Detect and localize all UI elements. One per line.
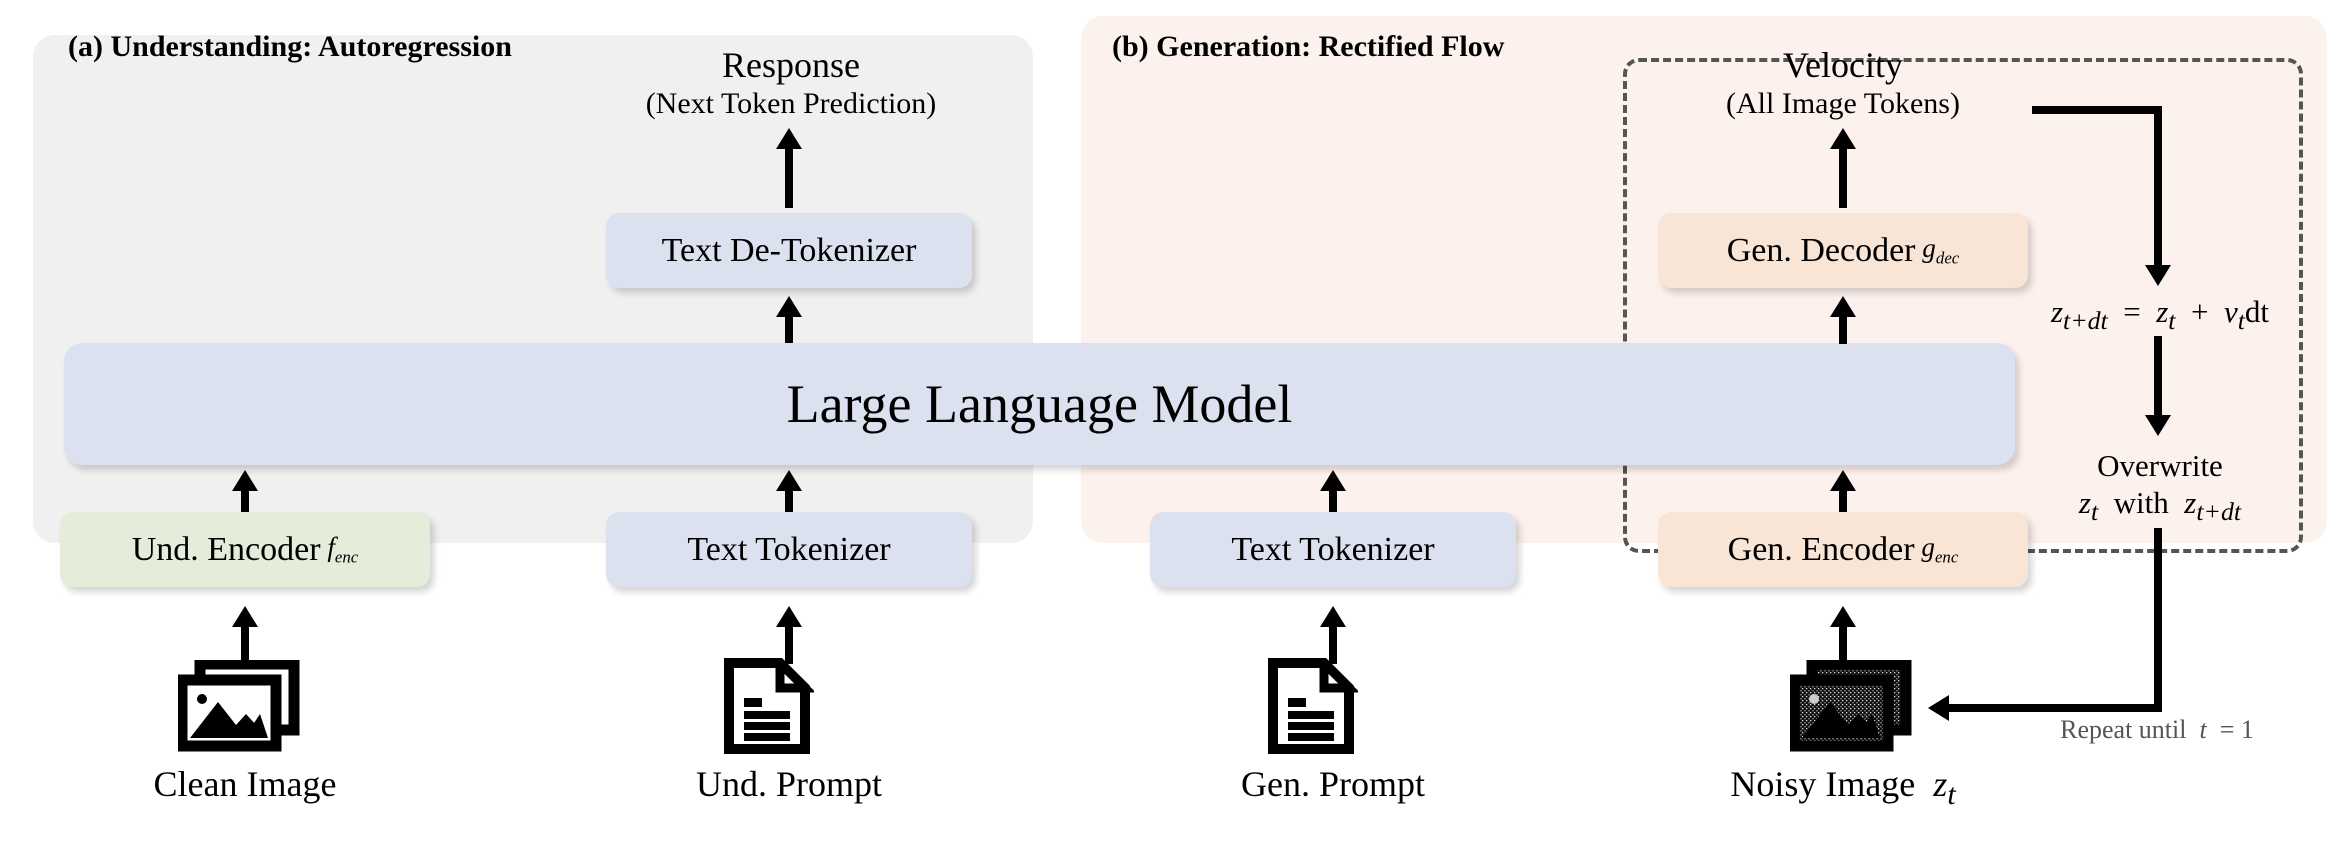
panel-a-title: (a) Understanding: Autoregression [68,30,512,63]
large-language-model-box[interactable]: Large Language Model [64,343,2015,465]
noisy-image-symbol: zt [1933,764,1956,812]
gen-decoder-symbol: gdec [1922,232,1960,268]
gen-encoder-symbol: genc [1921,531,1959,567]
large-language-model-label: Large Language Model [786,374,1293,434]
repeat-condition-label: Repeat until t = 1 [2060,715,2254,744]
velocity-subtitle: (All Image Tokens) [1726,87,1960,121]
gen-decoder-box[interactable]: Gen. Decoder gdec [1658,213,2028,288]
update-equation: zt+dt = zt + vtdt [2050,294,2270,336]
document-text-icon [1266,652,1360,759]
panel-b-title: (b) Generation: Rectified Flow [1112,30,1505,63]
und-encoder-symbol: fenc [327,531,359,567]
clean-image-label: Clean Image [153,764,337,804]
velocity-title: Velocity [1783,45,1903,85]
overwrite-formula: zt with zt+dt [2078,484,2242,526]
loop-path-vertical-bottom [2154,528,2162,708]
gen-encoder-box[interactable]: Gen. Encoder genc [1658,512,2028,587]
noisy-image-text: Noisy Image [1730,764,1916,804]
images-stack-icon [176,658,310,757]
text-tokenizer-generation-box[interactable]: Text Tokenizer [1150,512,1516,587]
noisy-image-label: Noisy Image zt [1640,763,2046,813]
overwrite-instruction: Overwrite zt with zt+dt [2010,448,2310,527]
gen-decoder-label: Gen. Decoder [1726,231,1916,269]
loop-path-horizontal-top [2032,106,2162,114]
response-label: Response (Next Token Prediction) [608,44,974,122]
noisy-images-stack-icon [1788,658,1922,757]
text-detokenizer-label: Text De-Tokenizer [661,231,917,269]
text-tokenizer-generation-label: Text Tokenizer [1231,530,1435,568]
und-encoder-box[interactable]: Und. Encoder fenc [60,512,430,587]
document-text-icon [722,652,816,759]
text-tokenizer-understanding-label: Text Tokenizer [687,530,891,568]
und-prompt-label: Und. Prompt [695,764,882,804]
overwrite-text: Overwrite [2097,448,2223,483]
gen-encoder-label: Gen. Encoder [1727,530,1915,568]
und-encoder-label: Und. Encoder [131,530,321,568]
response-title: Response [722,45,860,85]
text-detokenizer-box[interactable]: Text De-Tokenizer [606,213,972,288]
response-subtitle: (Next Token Prediction) [645,87,937,121]
gen-prompt-label: Gen. Prompt [1241,764,1425,804]
velocity-label: Velocity (All Image Tokens) [1660,44,2026,122]
text-tokenizer-understanding-box[interactable]: Text Tokenizer [606,512,972,587]
